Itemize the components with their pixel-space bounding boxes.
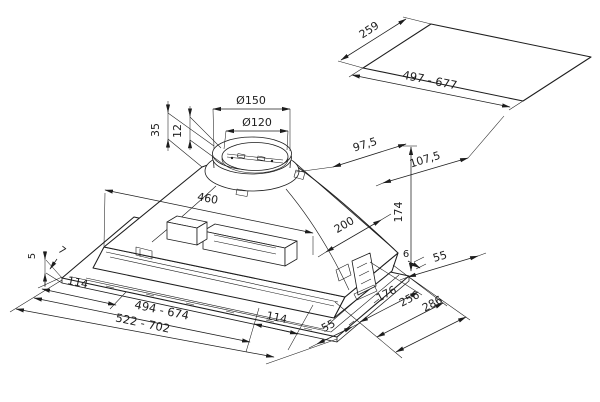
cutout-panel-outline xyxy=(362,23,592,102)
dim-collar-height-label: 35 xyxy=(149,123,162,137)
right-bracket xyxy=(335,252,378,301)
dim-lip-right-label: 6 xyxy=(403,249,409,260)
dim-duct-inner-label: Ø120 xyxy=(242,116,272,129)
dim-body-height-label: 174 xyxy=(392,202,405,223)
dim-lip-left-label: 5 xyxy=(27,253,38,259)
hood-drawing xyxy=(61,136,410,343)
dim-body-width-label: 460 xyxy=(196,190,219,207)
dim-front-55-label: 55 xyxy=(319,317,337,335)
dim-duct-outer-label: Ø150 xyxy=(236,94,266,107)
left-bracket xyxy=(135,246,153,260)
damper-detail xyxy=(226,153,284,164)
ceiling-cutout-panel: 259 497 - 677 xyxy=(337,16,592,111)
dim-top-offset-a-label: 97,5 xyxy=(351,135,378,155)
dim-side-256-label: 256 xyxy=(397,288,422,309)
dim-lip-front-label: 7 xyxy=(56,245,68,258)
dim-front-114-left-label: 114 xyxy=(66,274,89,291)
duct-collar xyxy=(204,136,306,197)
dim-flange-height-label: 12 xyxy=(171,124,184,138)
dim-side-286-label: 286 xyxy=(420,293,445,314)
dim-side-55-label: 55 xyxy=(431,248,448,265)
dim-cutout-depth: 259 xyxy=(357,19,382,41)
dim-front-114-right-label: 114 xyxy=(265,309,288,326)
